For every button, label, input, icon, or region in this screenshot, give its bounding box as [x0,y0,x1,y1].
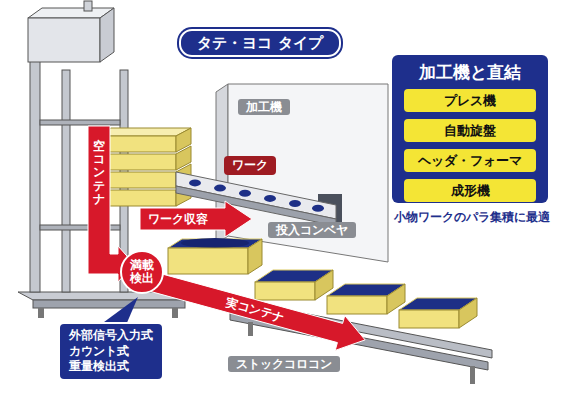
container [399,310,459,328]
container [168,248,248,274]
cabinet-top [28,8,114,18]
container [255,282,315,300]
work-piece [264,195,276,202]
leg [248,322,253,336]
full-container-arrow [147,271,365,350]
node-text: 加工機と直結 [392,61,548,84]
container-side [459,298,477,328]
work-piece [189,179,201,186]
leg [172,308,178,318]
node-text: 自動旋盤 [444,122,496,140]
container-contents [168,239,262,248]
processing-machine [216,84,388,262]
beam [40,120,120,125]
node-text: 外部信号入力式 [69,328,153,344]
work-storage-arrow [140,201,252,237]
cabinet-side [100,8,114,62]
work-tag: ワーク [224,156,276,175]
stacker-base [18,292,185,318]
leg [38,308,44,318]
conveyor-label: ストックコロコン [228,356,340,372]
flow-label: ワーク収容 [148,212,208,226]
flow-label: 空コンテナ [93,140,105,206]
node-text: 満載検出 [130,259,154,285]
machine-type-button: プレス機 [404,89,536,112]
contents-mound [181,238,249,248]
container [327,296,387,314]
node-text: ヘッダ・フォーマ [418,152,522,170]
cabinet-front [28,18,100,62]
title-pill: タテ・ヨコ タイプ [179,29,340,57]
leg [470,366,475,384]
conveyor-label: 投入コンベヤ [268,222,356,238]
full-load-badge: 満載検出 [120,250,164,294]
work-piece [312,205,324,212]
node-text: プレス機 [444,92,496,110]
work-piece [289,200,301,207]
work-piece [239,190,251,197]
filling-container [168,238,262,274]
node-text: 重量検出式 [69,359,153,375]
machine-type-button: ヘッダ・フォーマ [404,149,536,172]
machine-type-button: 自動旋盤 [404,119,536,142]
node-text: ワーク [232,157,268,174]
machine-list-panel: プレス機自動旋盤ヘッダ・フォーマ成形機 加工機と直結 [392,55,548,203]
machine-label: 加工機 [238,99,290,115]
node-text: 成形機 [451,182,490,200]
sensor-callout: 外部信号入力式カウント式重量検出式 [58,322,164,381]
work-piece [214,185,226,192]
note-text: 小物ワークのパラ集積に最適 [394,210,550,224]
machine-type-button: 成形機 [404,179,536,202]
container-side [248,239,262,274]
title-text: タテ・ヨコ タイプ [197,34,322,52]
base-front [33,300,185,308]
cylinder [84,1,92,11]
post [30,60,40,292]
node-text: カウント式 [69,344,153,360]
post [62,70,70,292]
callout-tail [100,297,138,325]
